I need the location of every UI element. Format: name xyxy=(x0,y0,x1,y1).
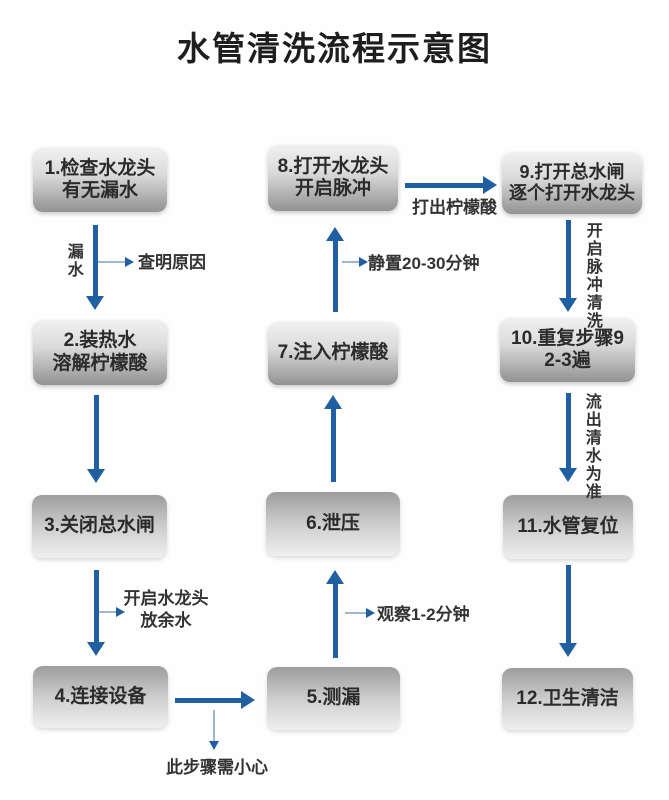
label-citric-out: 打出柠檬酸 xyxy=(412,198,497,217)
step-12-box: 12.卫生清洁 xyxy=(502,668,633,730)
step-2-line1: 2.装热水 xyxy=(63,330,137,352)
step-3-line1: 3.关闭总水闸 xyxy=(44,515,155,537)
label-open-faucet-line1: 开启水龙头 xyxy=(123,589,209,608)
step-10-line1: 10.重复步骤9 xyxy=(511,327,624,349)
branch-arrow-observe-icon xyxy=(345,606,375,620)
label-rest: 静置20-30分钟 xyxy=(368,254,480,273)
branch-arrow-careful-icon xyxy=(207,710,221,750)
label-leak: 漏水 xyxy=(64,243,82,279)
step-12-line1: 12.卫生清洁 xyxy=(516,687,619,709)
step-4-line1: 4.连接设备 xyxy=(54,685,147,707)
step-2-line2: 溶解柠檬酸 xyxy=(52,352,148,374)
step-7-line1: 7.注入柠檬酸 xyxy=(277,342,389,364)
arrow-step7-to-step8-icon xyxy=(326,227,344,312)
step-6-box: 6.泄压 xyxy=(266,492,400,556)
step-8-box: 8.打开水龙头 开启脉冲 xyxy=(268,145,398,211)
arrow-step10-to-step11-icon xyxy=(559,393,577,482)
arrow-step5-to-step6-icon xyxy=(326,570,344,658)
step-9-line1: 9.打开总水闸 xyxy=(519,161,625,182)
step-11-line1: 11.水管复位 xyxy=(517,515,619,537)
arrow-step1-to-step2-icon xyxy=(86,225,104,310)
step-10-line2: 2-3遍 xyxy=(544,350,591,371)
step-7-box: 7.注入柠檬酸 xyxy=(268,322,398,385)
label-clear-water: 流出清水为准 xyxy=(582,393,600,501)
step-8-line1: 8.打开水龙头 xyxy=(277,155,389,177)
arrow-step2-to-step3-icon xyxy=(87,395,105,483)
page-title: 水管清洗流程示意图 xyxy=(177,30,492,67)
step-1-line2: 有无漏水 xyxy=(61,180,138,201)
step-5-line1: 5.测漏 xyxy=(306,687,361,709)
step-1-box: 1.检查水龙头 有无漏水 xyxy=(33,148,167,212)
step-9-line2: 逐个打开水龙头 xyxy=(509,183,635,203)
branch-arrow-rest-icon xyxy=(342,255,368,269)
label-careful: 此步骤需小心 xyxy=(166,758,268,777)
arrow-step3-to-step4-icon xyxy=(87,570,105,656)
step-10-box: 10.重复步骤9 2-3遍 xyxy=(500,318,635,382)
arrow-step8-to-step9-icon xyxy=(405,176,497,194)
label-open-faucet-line2: 放余水 xyxy=(140,611,192,631)
arrow-step11-to-step12-icon xyxy=(559,565,577,657)
step-3-box: 3.关闭总水闸 xyxy=(32,495,167,558)
step-5-box: 5.测漏 xyxy=(267,667,400,730)
label-pulse-clean: 开启脉冲清洗 xyxy=(583,222,601,330)
step-4-box: 4.连接设备 xyxy=(33,666,168,728)
branch-arrow-open-faucet-icon xyxy=(99,605,125,619)
step-8-line2: 开启脉冲 xyxy=(294,178,371,199)
arrow-step6-to-step7-icon xyxy=(324,395,342,482)
arrow-step4-to-step5-icon xyxy=(175,691,255,709)
branch-arrow-find-cause-icon xyxy=(98,255,134,269)
arrow-step9-to-step10-icon xyxy=(559,220,577,312)
step-6-line1: 6.泄压 xyxy=(306,512,360,534)
step-11-box: 11.水管复位 xyxy=(503,495,633,559)
step-9-box: 9.打开总水闸 逐个打开水龙头 xyxy=(502,152,642,214)
label-observe: 观察1-2分钟 xyxy=(377,605,470,624)
label-open-faucet: 开启水龙头 放余水 xyxy=(116,588,216,632)
label-find-cause: 查明原因 xyxy=(138,253,206,272)
step-2-box: 2.装热水 溶解柠檬酸 xyxy=(33,320,167,385)
step-1-line1: 1.检查水龙头 xyxy=(44,157,156,179)
